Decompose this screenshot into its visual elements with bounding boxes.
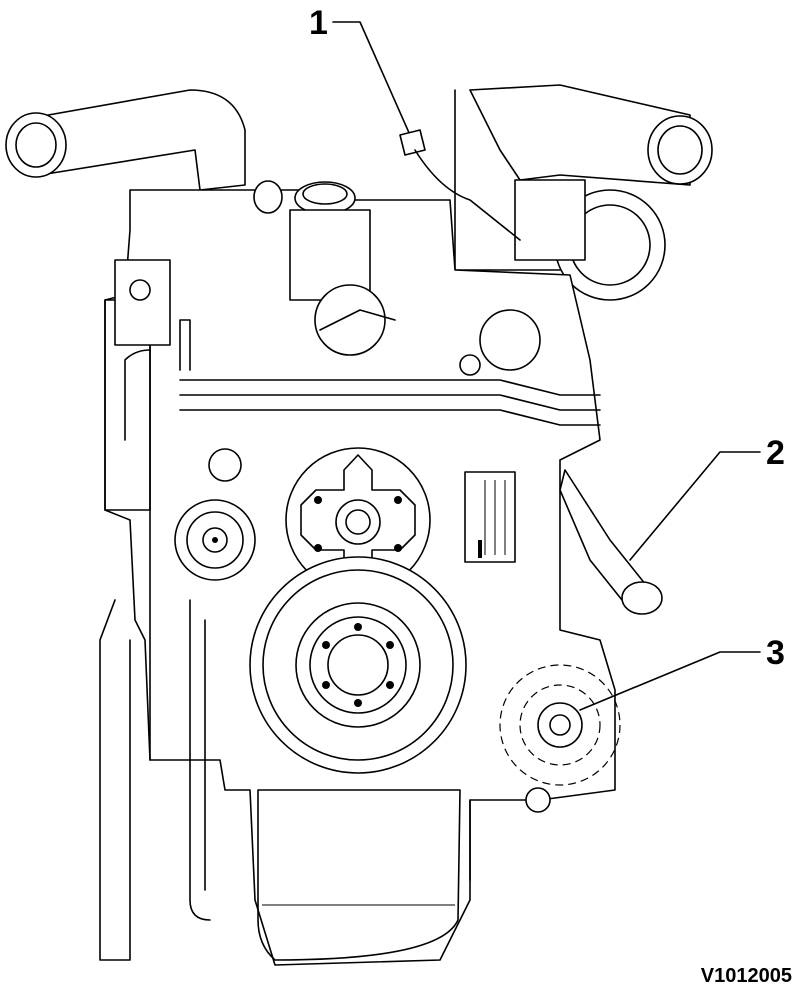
sensor xyxy=(399,129,521,241)
turbocharger xyxy=(514,179,666,301)
left-intake-pipe xyxy=(5,89,246,191)
water-pump xyxy=(314,284,541,376)
callout-leaders xyxy=(332,21,761,711)
right-intake-pipe xyxy=(454,84,713,271)
tensioner-pulley xyxy=(174,448,256,581)
callout-2: 2 xyxy=(766,434,785,472)
label-plate xyxy=(464,471,516,563)
pipe-rail xyxy=(124,319,601,441)
left-coolant-pipes xyxy=(99,259,211,961)
oil-dipstick-tube xyxy=(559,469,663,615)
figure-code: V1012005 xyxy=(700,965,792,987)
crankshaft-pulley xyxy=(249,556,467,774)
callout-3: 3 xyxy=(766,634,785,672)
oil-filler-cap xyxy=(253,180,371,301)
callout-1: 1 xyxy=(309,4,328,42)
alternator xyxy=(499,664,621,813)
